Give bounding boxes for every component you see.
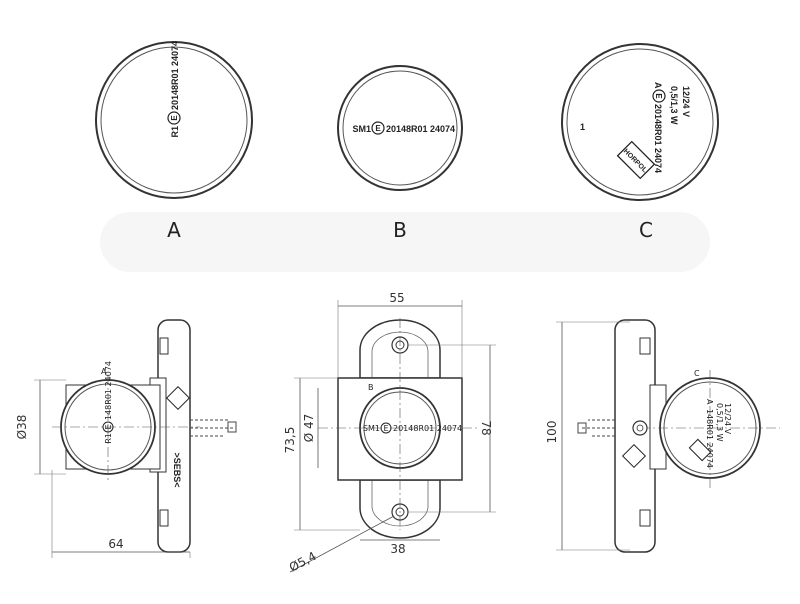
logo-diamond [688, 438, 712, 462]
logo-icon [621, 443, 647, 469]
left-side-view: R1 E 148R01 24074 A >SEBS< Ø38 64 [15, 319, 237, 558]
front-view: SM1 E 20148R01 24074 B 55 73,5 Ø 47 78 3… [283, 291, 496, 575]
dim-height: 100 [545, 421, 559, 444]
logo-frame [616, 140, 656, 180]
e-mark: E [170, 115, 179, 121]
plate-foot [639, 337, 651, 355]
logo-diamond [621, 443, 647, 469]
lens-text: SM1 [352, 124, 371, 134]
lens-text: R1 [170, 126, 180, 138]
view-label: C [694, 369, 700, 378]
e-mark-icon [167, 111, 181, 125]
label-band [100, 212, 710, 272]
lens-approval: 148R01 24074 [104, 361, 113, 420]
side-marking: >SEBS< [172, 452, 182, 487]
dim-width: 64 [108, 537, 123, 551]
e-mark-icon [652, 89, 666, 103]
mounting-plate [614, 319, 656, 553]
logo-icon [688, 438, 712, 462]
dim-bottom-width: 38 [390, 542, 405, 556]
lens-outer-ring [95, 41, 253, 199]
connector-icon [227, 421, 237, 433]
e-mark: E [654, 93, 663, 99]
view-label-c: C [639, 218, 653, 242]
lens-voltage: 12/24 V [723, 403, 732, 435]
lens-inner-ring [342, 70, 458, 186]
dim-height-outer: 73,5 [283, 427, 297, 454]
plate-foot [159, 509, 169, 527]
top-view-b: SM1 E 20148R01 24074 B [337, 65, 463, 242]
dim-diameter: Ø 47 [302, 414, 316, 443]
lens-power: 0,5/1,3 W [715, 403, 724, 442]
dim-top-width: 55 [389, 291, 404, 305]
e-mark-icon [371, 121, 385, 135]
view-label: B [368, 383, 374, 392]
top-view-a: R1 E 20148R01 24074 A [95, 41, 253, 242]
screw-head [636, 424, 644, 432]
plate-foot [639, 509, 651, 527]
lens-outer-ring [337, 65, 463, 191]
dim-hole-spacing: 78 [479, 420, 493, 435]
lens-text: R1 [104, 433, 113, 444]
e-mark: E [375, 124, 381, 133]
e-mark: E [104, 424, 113, 429]
lens-letter: A [705, 399, 714, 405]
logo-diamond [165, 385, 191, 411]
lens-inner-ring [100, 46, 248, 194]
view-label-a: A [167, 218, 181, 242]
lens-text: SM1 [363, 424, 380, 433]
dim-diameter: Ø38 [15, 415, 29, 440]
voltage-text: 12/24 V [681, 86, 691, 117]
top-view-c: 12/24 V 0,5/1,3 W A E 20148R01 24074 1 H… [561, 43, 719, 242]
lens-approval: 148R01 24074 [705, 409, 714, 468]
hole-leader-line [289, 515, 395, 573]
wire-leads [580, 419, 615, 437]
logo-icon [165, 385, 191, 411]
right-side-view: 12/24 V 0,5/1,3 W A 148R01 24074 C 100 [545, 319, 780, 553]
lens-inner-ring [566, 48, 714, 196]
e-mark: E [383, 424, 388, 433]
lens-number: 1 [580, 122, 585, 132]
screw-icon [632, 420, 648, 436]
approval-number: 20148R01 24074 [170, 41, 180, 110]
view-label: A [101, 367, 107, 376]
e-mark-icon [380, 422, 392, 434]
power-text: 0,5/1,3 W [669, 86, 679, 125]
plate-foot [159, 337, 169, 355]
lens-letter: A [653, 82, 663, 89]
connector-icon [577, 422, 587, 434]
approval-number: 20148R01 24074 [386, 124, 455, 134]
e-mark-icon [102, 421, 114, 433]
lens-outer-ring [561, 43, 719, 201]
lens-approval: 20148R01 24074 [393, 424, 462, 433]
dim-hole: Ø5,4 [287, 549, 319, 575]
view-label-b: B [393, 218, 407, 242]
approval-number: 20148R01 24074 [653, 104, 663, 173]
